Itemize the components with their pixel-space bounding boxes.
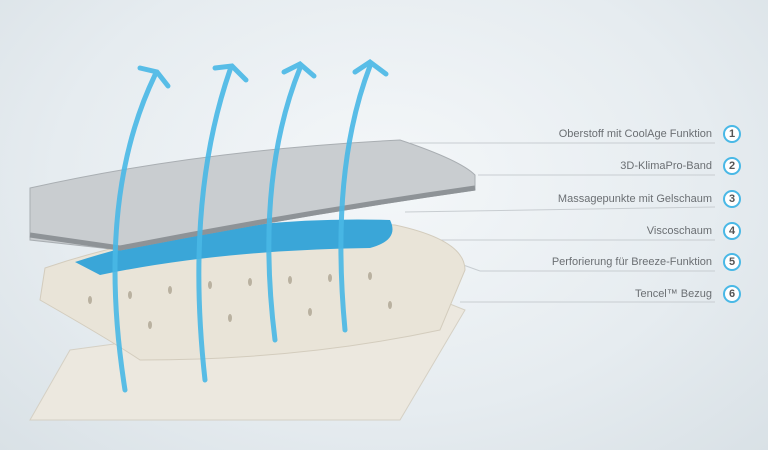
layer-label-1: Oberstoff mit CoolAge Funktion: [558, 128, 712, 140]
layer-number-badge-1: 1: [723, 125, 741, 143]
klimapro-band: [29, 185, 476, 251]
airflow-arrows: [112, 58, 389, 393]
layer-number-badge-6: 6: [723, 285, 741, 303]
layer-label-5: Perforierung für Breeze-Funktion: [551, 256, 712, 268]
layer-label-3: Massagepunkte mit Gelschaum: [557, 193, 712, 205]
gel-massage-layer: [75, 219, 393, 275]
layer-label-6: Tencel™ Bezug: [634, 288, 712, 300]
layer-number-badge-4: 4: [723, 222, 741, 240]
layer-label-4: Viscoschaum: [646, 225, 712, 237]
leader-lines: [404, 142, 716, 303]
layer-number-badge-3: 3: [723, 190, 741, 208]
layer-number-badge-5: 5: [723, 253, 741, 271]
layer-number-badge-2: 2: [723, 157, 741, 175]
perforation-holes: [88, 272, 392, 329]
layer-label-2: 3D-KlimaPro-Band: [620, 160, 712, 172]
